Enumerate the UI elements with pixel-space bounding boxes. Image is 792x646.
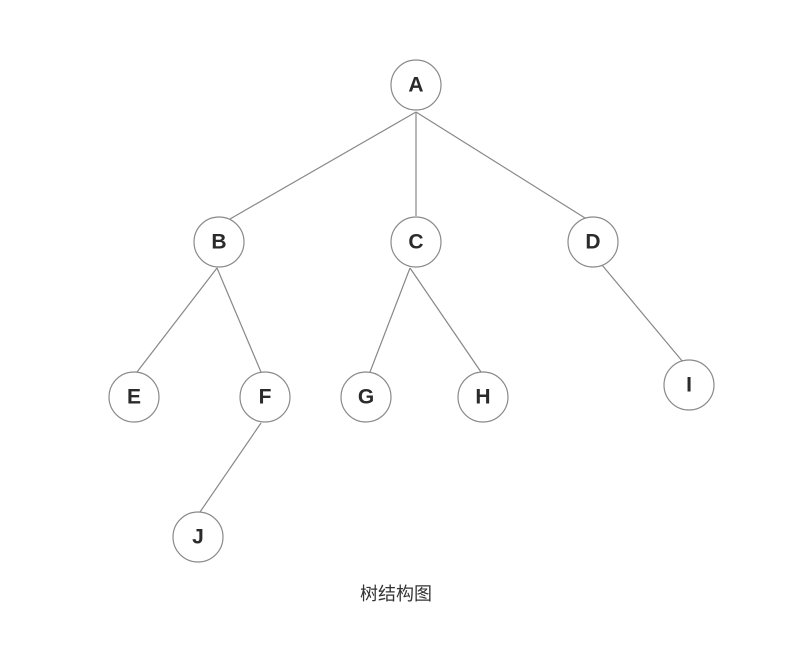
edge-a-d [415, 111, 586, 219]
edge-b-e [136, 267, 218, 373]
node-b: B [193, 216, 245, 268]
node-label-b: B [211, 231, 226, 254]
node-circle-f [239, 371, 291, 423]
edge-a-b [229, 111, 417, 220]
node-label-a: A [408, 74, 423, 97]
node-a: A [390, 59, 442, 111]
nodes-layer: A B C D E F G H I J [108, 59, 715, 563]
node-circle-a [390, 59, 442, 111]
node-j: J [172, 511, 224, 563]
node-e: E [108, 371, 160, 423]
edge-f-j [199, 422, 262, 513]
node-label-h: H [475, 386, 490, 409]
node-circle-d [567, 216, 619, 268]
node-label-g: G [358, 386, 374, 409]
node-circle-c [390, 216, 442, 268]
node-h: H [457, 371, 509, 423]
node-circle-e [108, 371, 160, 423]
node-f: F [239, 371, 291, 423]
edge-c-g [369, 267, 411, 373]
edges-layer [136, 111, 684, 513]
node-g: G [340, 371, 392, 423]
edge-d-i [601, 264, 684, 363]
node-label-j: J [192, 526, 204, 549]
node-label-c: C [408, 231, 423, 254]
node-label-i: I [686, 374, 692, 397]
diagram-caption: 树结构图 [360, 584, 432, 605]
node-label-f: F [259, 386, 272, 409]
node-circle-h [457, 371, 509, 423]
edge-c-h [409, 267, 482, 373]
node-circle-i [663, 359, 715, 411]
node-c: C [390, 216, 442, 268]
node-label-d: D [585, 231, 600, 254]
node-circle-b [193, 216, 245, 268]
node-d: D [567, 216, 619, 268]
node-circle-g [340, 371, 392, 423]
node-circle-j [172, 511, 224, 563]
edge-b-f [216, 267, 262, 373]
node-label-e: E [127, 386, 141, 409]
node-i: I [663, 359, 715, 411]
